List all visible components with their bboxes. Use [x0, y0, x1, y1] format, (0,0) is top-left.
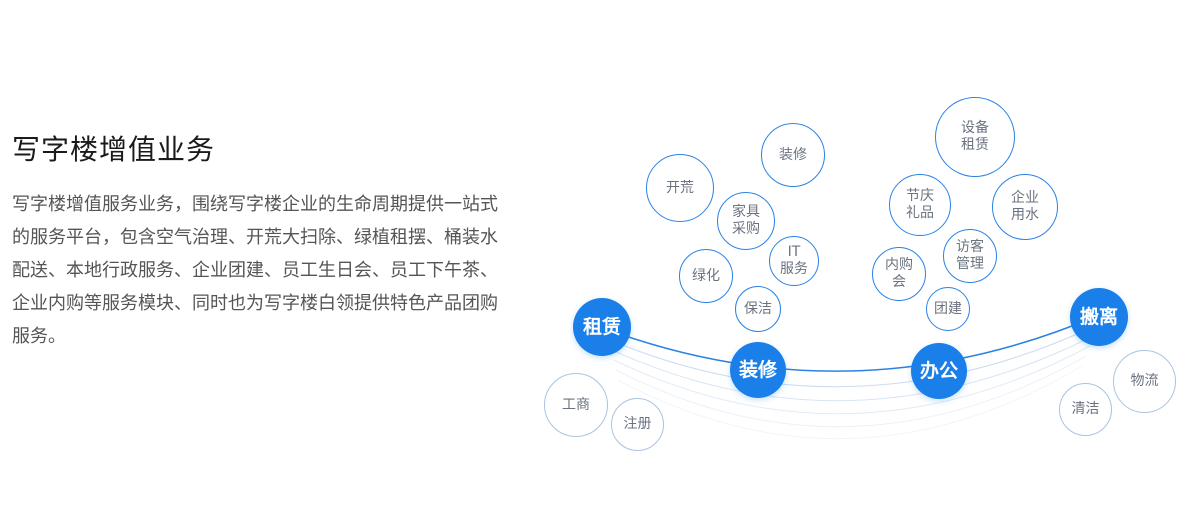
service-bubble-zhuangxiu[interactable]: 装修	[761, 123, 825, 187]
lifecycle-arc-4	[615, 355, 1087, 428]
lifecycle-arc-5	[617, 365, 1083, 440]
service-bubble-it-service[interactable]: IT 服务	[769, 236, 819, 286]
section-title: 写字楼增值业务	[12, 133, 216, 166]
lifecycle-arc-main	[602, 315, 1098, 372]
service-bubble-cleaning-baojie[interactable]: 保洁	[735, 286, 781, 332]
service-bubble-internal-purchase[interactable]: 内购 会	[872, 247, 926, 301]
service-bubble-business-registration[interactable]: 工商	[544, 373, 608, 437]
lifecycle-node-moving[interactable]: 搬离	[1070, 288, 1128, 346]
service-bubble-kaihuang[interactable]: 开荒	[646, 154, 714, 222]
lifecycle-node-rent[interactable]: 租赁	[573, 298, 631, 356]
service-bubble-equipment-rental[interactable]: 设备 租赁	[935, 97, 1015, 177]
service-bubble-furniture-purchase[interactable]: 家具 采购	[717, 192, 775, 250]
lifecycle-arc-2	[611, 335, 1094, 402]
service-bubble-logistics[interactable]: 物流	[1113, 350, 1176, 413]
service-bubble-register[interactable]: 注册	[611, 398, 664, 451]
service-bubble-greening[interactable]: 绿化	[679, 249, 733, 303]
lifecycle-arc-3	[613, 345, 1091, 415]
lifecycle-arc-1	[609, 325, 1096, 388]
service-bubble-cleaning-qingjie[interactable]: 清洁	[1059, 383, 1112, 436]
lifecycle-node-office[interactable]: 办公	[911, 343, 967, 399]
lifecycle-node-decoration[interactable]: 装修	[730, 342, 786, 398]
service-bubble-enterprise-water[interactable]: 企业 用水	[992, 174, 1058, 240]
section-description: 写字楼增值服务业务，围绕写字楼企业的生命周期提供一站式的服务平台，包含空气治理、…	[12, 194, 498, 347]
service-bubble-visitor-management[interactable]: 访客 管理	[943, 229, 997, 283]
service-bubble-festival-gifts[interactable]: 节庆 礼品	[889, 174, 951, 236]
service-bubble-team-building[interactable]: 团建	[926, 287, 970, 331]
